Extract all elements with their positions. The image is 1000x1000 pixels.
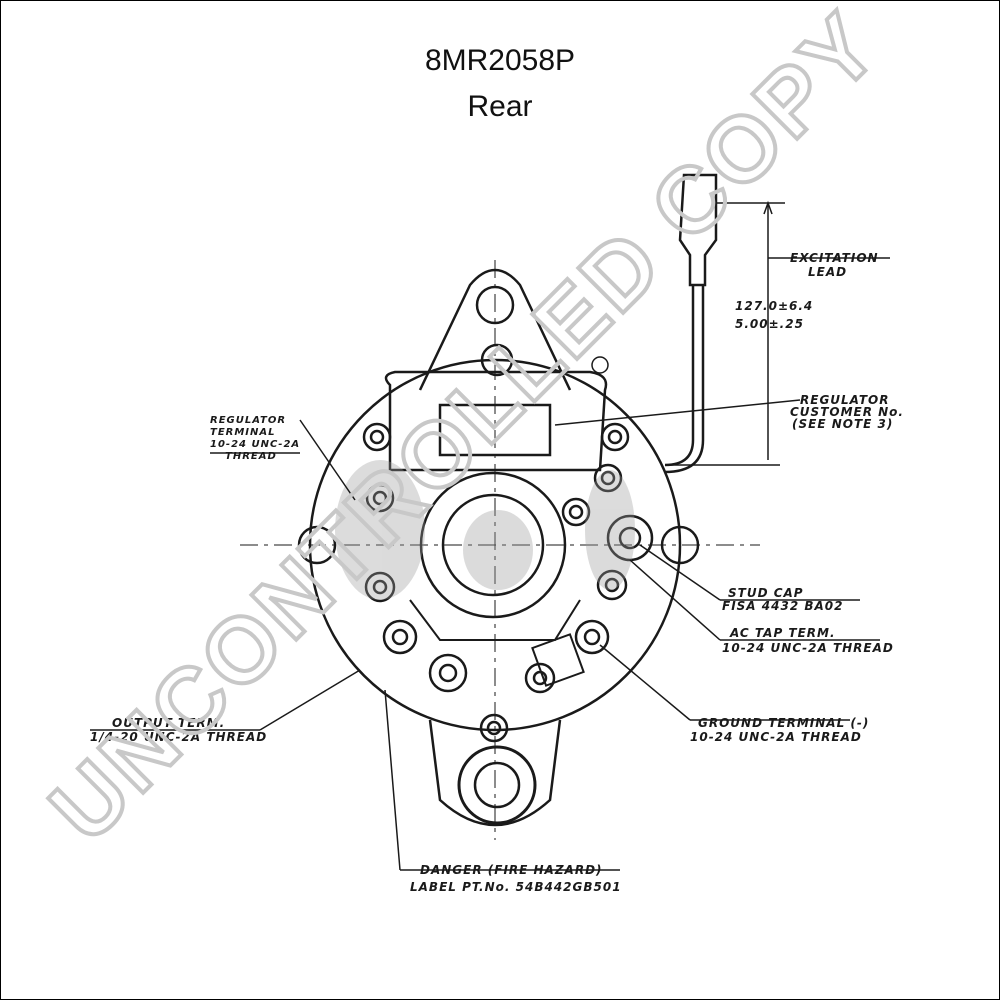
callout-output-term: OUTPUT TERM. 1/4-20 UNC-2A THREAD [90, 716, 267, 744]
callout-excitation-line1: EXCITATION [790, 251, 879, 265]
callout-regulator-terminal: REGULATOR TERMINAL 10-24 UNC-2A THREAD [210, 415, 300, 462]
ground-terminal-line2: 10-24 UNC-2A THREAD [690, 730, 862, 744]
callout-excitation-lead: EXCITATION LEAD [790, 251, 879, 279]
regulator-housing [384, 370, 608, 472]
callout-regulator-customer: REGULATOR CUSTOMER No. (SEE NOTE 3) [790, 393, 904, 431]
regulator-terminal-line1: REGULATOR [210, 415, 286, 426]
terminal-studs [362, 356, 654, 743]
bottom-mount-hole [473, 761, 521, 809]
view-subtitle: Rear [467, 90, 533, 123]
danger-label-line1: DANGER (FIRE HAZARD) [420, 863, 603, 877]
dimension-inch: 5.00±.25 [735, 317, 804, 331]
regulator-screw [480, 343, 514, 377]
regulator-terminal-line2: TERMINAL [210, 427, 276, 438]
ac-tap-line2: 10-24 UNC-2A THREAD [722, 641, 894, 655]
callout-stud-cap: STUD CAP FISA 4432 BA02 [722, 586, 843, 613]
lower-rib [409, 599, 581, 641]
regulator-terminal-line3: 10-24 UNC-2A [210, 439, 300, 450]
shading [335, 460, 635, 600]
stud-cap-line2: FISA 4432 BA02 [722, 599, 843, 613]
bottom-mount-boss [457, 745, 537, 825]
leader-lines [90, 257, 890, 871]
stud-cap-line1: STUD CAP [728, 586, 804, 600]
dimension-metric: 127.0±6.4 [735, 299, 813, 313]
part-number-title: 8MR2058P [424, 44, 576, 77]
bearing-cover-inner [441, 493, 545, 597]
bottom-mounting-ear [428, 719, 562, 827]
regulator-customer-line1: REGULATOR [800, 393, 889, 407]
callout-danger-label: DANGER (FIRE HAZARD) LABEL PT.No. 54B442… [410, 863, 622, 894]
dimension-line [665, 200, 785, 466]
regulator-terminal-line4: THREAD [225, 451, 277, 462]
regulator-customer-line3: (SEE NOTE 3) [792, 417, 893, 431]
output-term-line2: 1/4-20 UNC-2A THREAD [90, 730, 267, 744]
excitation-lead [664, 173, 718, 474]
output-term-line1: OUTPUT TERM. [112, 716, 225, 730]
ac-tap-line1: AC TAP TERM. [729, 626, 836, 640]
regulator-customer-line2: CUSTOMER No. [790, 405, 904, 419]
ground-terminal-line1: GROUND TERMINAL (-) [698, 716, 869, 730]
callout-dimension: 127.0±6.4 5.00±.25 [735, 299, 813, 331]
callout-excitation-line2: LEAD [808, 265, 847, 279]
callout-ac-tap: AC TAP TERM. 10-24 UNC-2A THREAD [722, 626, 894, 655]
ground-connector [531, 633, 585, 687]
alternator-body [240, 260, 760, 840]
danger-label-line2: LABEL PT.No. 54B442GB501 [410, 880, 622, 894]
callout-ground-terminal: GROUND TERMINAL (-) 10-24 UNC-2A THREAD [690, 716, 869, 744]
